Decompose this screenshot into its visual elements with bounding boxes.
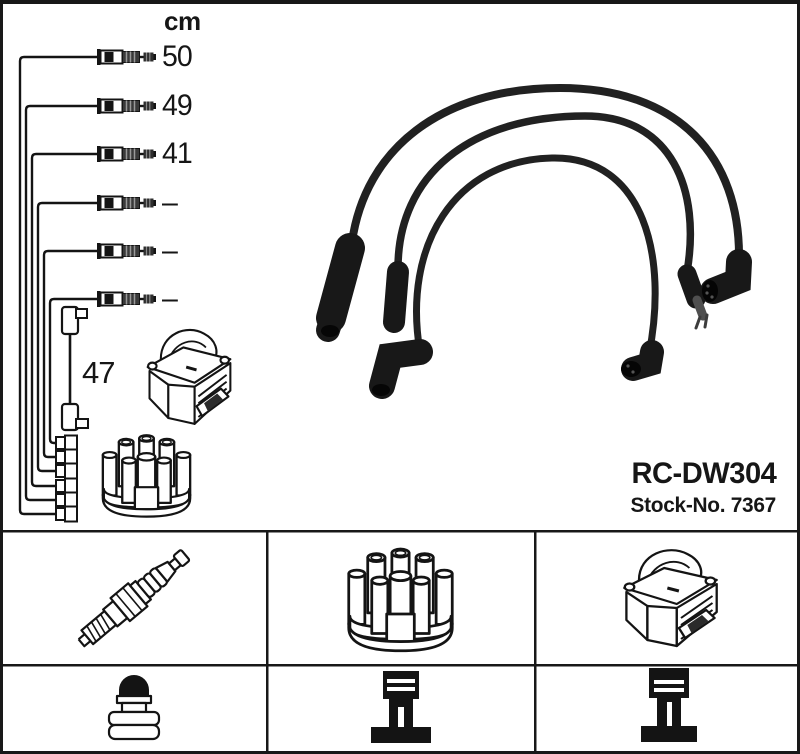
cable-length-schematic [18, 48, 232, 523]
terminal-block-b-icon [641, 668, 697, 742]
unit-label: cm [164, 6, 201, 36]
coil-wire-length-label: 47 [82, 355, 115, 390]
ignition-coil-icon [146, 328, 232, 426]
cable-length-label: – [162, 234, 178, 267]
cable-length-label: 41 [162, 137, 193, 170]
distributor-cap-icon [101, 434, 192, 518]
spark-plug-icon [70, 542, 197, 655]
coil-lead-icon [60, 305, 89, 432]
distributor-cap-icon [347, 547, 454, 653]
ignition-lead-set-photo [316, 83, 752, 399]
ignition-lead-connector-icon [96, 48, 157, 308]
lead-terminal-icons [55, 434, 78, 523]
cable-length-label: 50 [162, 40, 193, 73]
cable-length-label: – [162, 282, 178, 315]
cable-bracket-lines [18, 55, 98, 516]
distributor-end-tip [692, 295, 709, 330]
product-code: RC-DW304 [631, 457, 776, 490]
terminal-block-a-icon [371, 671, 431, 743]
cable-length-label: – [162, 186, 178, 219]
ignition-coil-icon [622, 548, 719, 648]
lead-elbow-faces [321, 280, 718, 396]
cable-length-label: 49 [162, 89, 193, 122]
stock-number: Stock-No. 7367 [630, 493, 777, 517]
terminal-nut-icon [107, 675, 161, 741]
